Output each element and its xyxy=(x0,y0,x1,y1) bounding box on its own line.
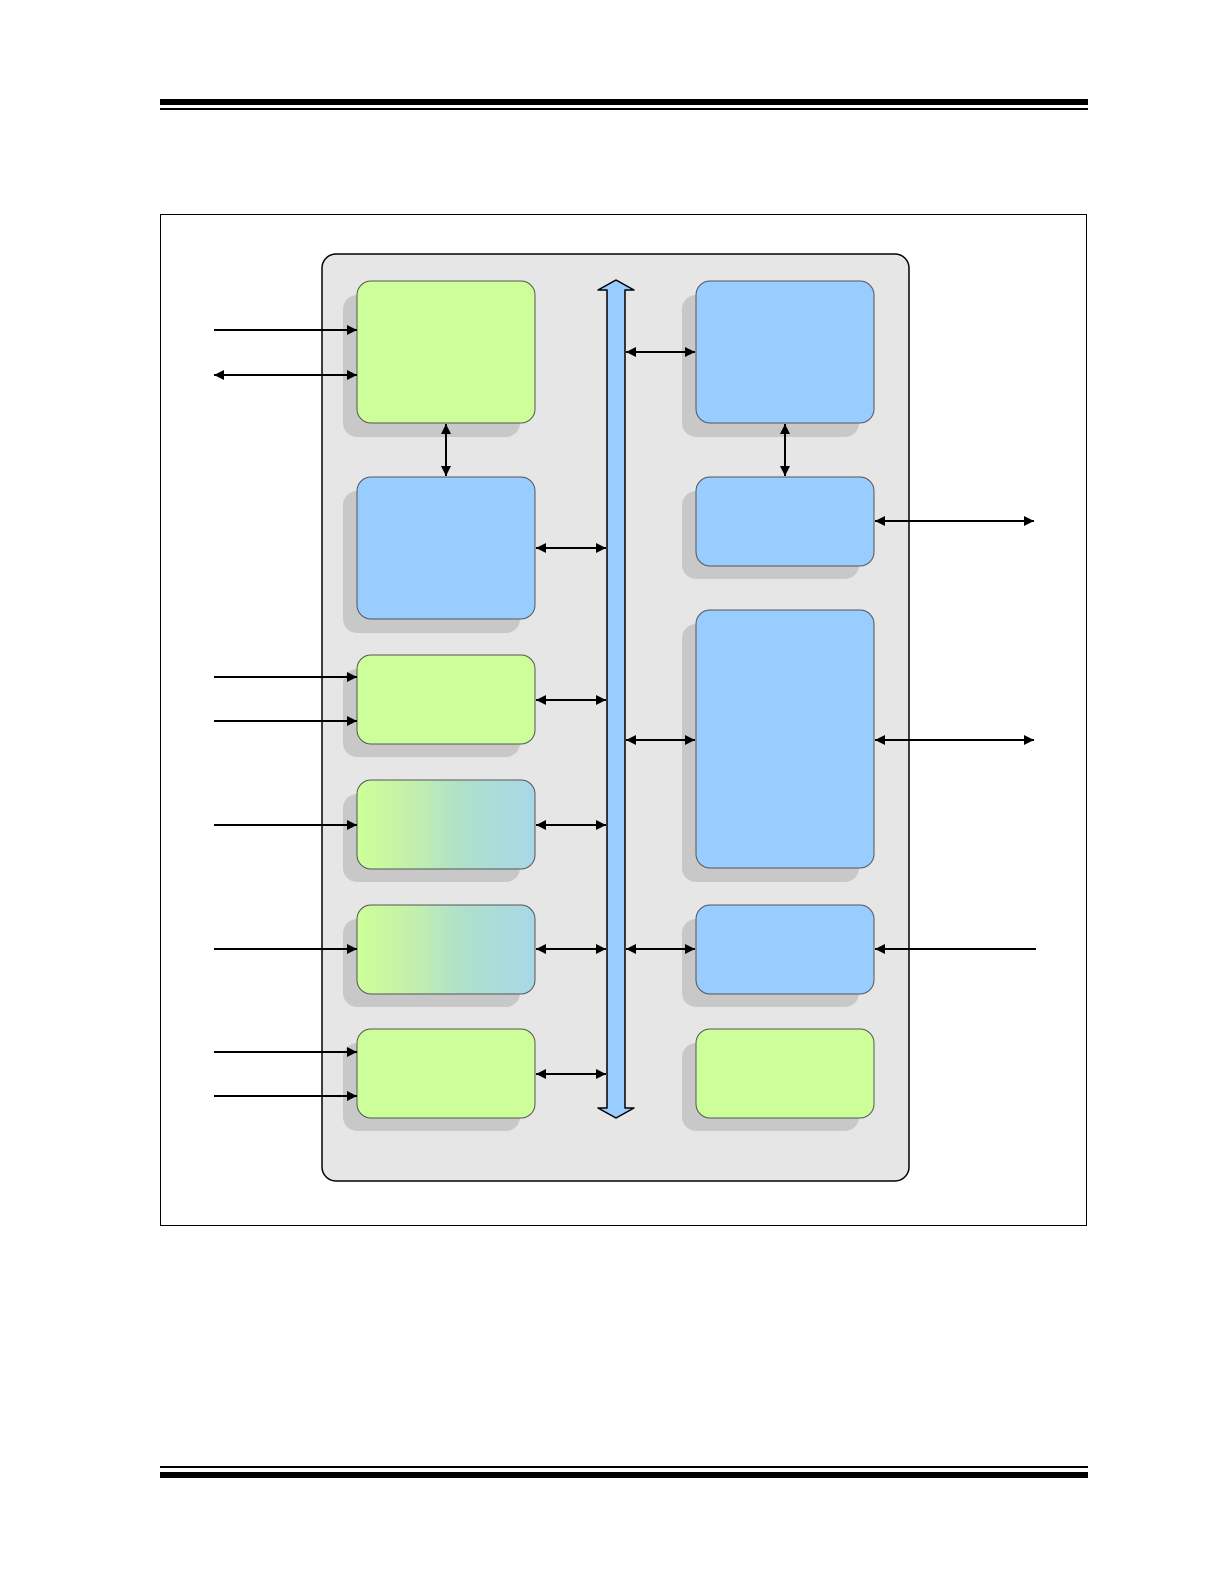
footer-rule-thin xyxy=(160,1466,1088,1468)
block-g xyxy=(695,280,875,424)
block-j xyxy=(695,904,875,995)
block-e xyxy=(356,904,536,995)
header-rule-thin xyxy=(160,108,1088,110)
header-rule xyxy=(160,99,1088,105)
block-a xyxy=(356,280,536,424)
block-i xyxy=(695,609,875,869)
block-b xyxy=(356,476,536,620)
block-f xyxy=(356,1028,536,1119)
figure-frame xyxy=(160,214,1087,1226)
system-bus xyxy=(597,279,635,1119)
footer-rule xyxy=(160,1472,1088,1478)
block-k xyxy=(695,1028,875,1119)
block-c xyxy=(356,654,536,745)
block-h xyxy=(695,476,875,567)
block-d xyxy=(356,779,536,870)
